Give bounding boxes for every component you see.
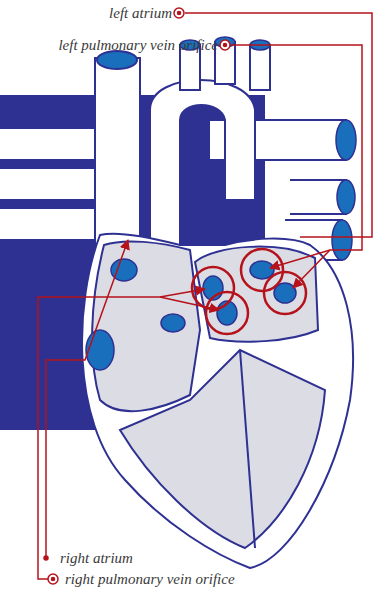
- vessel-openings: [180, 37, 356, 260]
- part-label: right atrium: [60, 549, 133, 567]
- left-atrium: [195, 247, 318, 342]
- leader-lines: [38, 13, 372, 579]
- part-label: right pulmonary vein orifice: [65, 570, 235, 588]
- heart-body: [82, 234, 353, 568]
- part-label: left pulmonary vein orifice: [58, 36, 218, 54]
- orifices: [86, 259, 296, 370]
- part-label: left atrium: [109, 4, 172, 22]
- septum: [240, 350, 255, 548]
- aortic-arch: [150, 80, 255, 250]
- ventricles: [120, 350, 325, 548]
- vena-cava: [95, 58, 140, 248]
- marker-circles: [44, 8, 230, 584]
- right-atrium: [92, 241, 200, 411]
- vessel-opening: [97, 51, 137, 69]
